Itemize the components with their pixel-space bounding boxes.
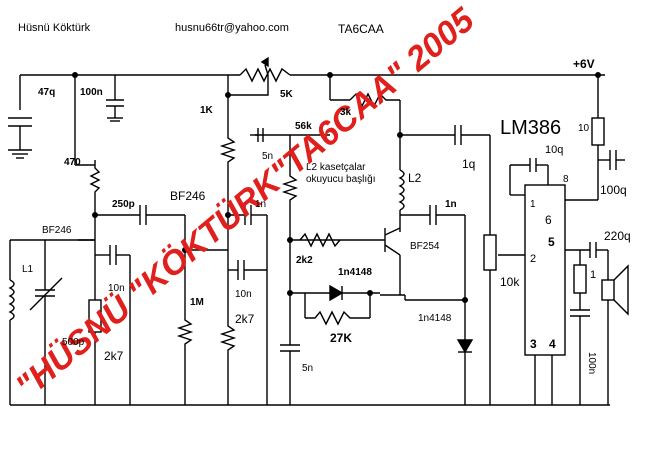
supply-label: +6V — [573, 57, 595, 71]
pot5k-zigzag — [239, 67, 291, 83]
c100n-label: 100n — [80, 87, 103, 98]
junction — [225, 92, 231, 98]
r1k-zigzag — [219, 130, 237, 215]
c1n-b-label: 1n — [445, 199, 457, 210]
c100q-label: 100q — [600, 183, 627, 197]
pot10k-label: 10k — [500, 275, 520, 289]
junction — [462, 297, 468, 303]
junction — [327, 72, 333, 78]
pot10k-body — [483, 234, 497, 271]
author-email: husnu66tr@yahoo.com — [175, 22, 289, 34]
pot5k-label: 5K — [280, 89, 293, 100]
lm386-body — [524, 184, 566, 356]
bf246-left-label: BF246 — [42, 225, 72, 236]
r2k7b-zigzag — [219, 318, 237, 405]
r1m-label: 1M — [190, 297, 204, 308]
c10n-a-label: 10n — [108, 283, 125, 294]
l2-label: L2 — [408, 171, 422, 185]
r2k2-zigzag — [299, 232, 341, 248]
wires — [8, 56, 629, 406]
pin5-label: 5 — [548, 235, 555, 249]
pin2-label: 2 — [530, 253, 537, 265]
junction — [287, 290, 293, 296]
author-name: Hüsnü Köktürk — [18, 22, 91, 34]
pin1-label: 1 — [530, 199, 536, 210]
r10-body — [591, 117, 605, 146]
c1q-label: 1q — [462, 157, 476, 171]
d2-label: 1n4148 — [418, 313, 452, 324]
pin6-label: 6 — [545, 213, 552, 227]
r27k-label: 27K — [330, 331, 353, 345]
c220q-label: 220q — [604, 229, 631, 243]
pin4-label: 4 — [549, 337, 556, 351]
bf254-collector — [384, 227, 401, 236]
lm386-label: LM386 — [500, 117, 562, 139]
c1n-a-label: 1n — [255, 199, 267, 210]
d2-body — [456, 339, 474, 354]
r27k-zigzag — [305, 310, 370, 326]
speaker-body — [601, 279, 615, 301]
c500p-label: 500p — [62, 337, 85, 348]
pin3-label: 3 — [530, 337, 537, 351]
pot5k-wiper — [228, 64, 269, 96]
pin8-label: 8 — [563, 174, 569, 185]
r1-small-label: 1 — [590, 269, 597, 281]
r2k7-b-label: 2k7 — [235, 312, 255, 326]
junction — [92, 212, 98, 218]
bf246-right-label: BF246 — [170, 189, 206, 203]
r-l2-zigzag — [281, 170, 299, 240]
l2-coil — [398, 169, 405, 211]
junctions — [72, 72, 601, 303]
callsign: TA6CAA — [338, 22, 384, 36]
bf254-emitter — [384, 244, 401, 256]
bf254-label: BF254 — [410, 241, 440, 252]
junction — [72, 72, 78, 78]
c500p-var — [29, 277, 63, 311]
junction — [182, 247, 188, 253]
c5n-top-label: 5n — [262, 151, 274, 162]
r56k-label: 56k — [295, 121, 312, 132]
junction — [595, 72, 601, 78]
d1-body — [329, 284, 344, 302]
junction — [225, 212, 231, 218]
l1-coil — [8, 279, 15, 321]
l1-label: L1 — [22, 264, 34, 275]
r2k2-label: 2k2 — [296, 255, 313, 266]
l2-note-line1: L2 kasetçalar — [306, 162, 366, 173]
r470-label: 470 — [64, 157, 81, 168]
pot5k-arrow — [260, 56, 269, 68]
speaker-cone — [613, 264, 629, 316]
c100n-vert-label: 100n — [586, 352, 597, 375]
junction — [367, 290, 373, 296]
c10n-b-label: 10n — [235, 289, 252, 300]
r2k7-a-label: 2k7 — [104, 349, 124, 363]
junction — [397, 132, 403, 138]
r1k-label: 1K — [200, 105, 213, 116]
c250p-label: 250p — [112, 199, 135, 210]
r10-label: 10 — [578, 123, 590, 134]
junction — [287, 237, 293, 243]
l2-note-line2: okuyucu başlığı — [306, 174, 376, 185]
r1small-body — [573, 264, 587, 294]
c10q-label: 10q — [545, 144, 564, 156]
r1m-zigzag — [176, 315, 194, 405]
c47-label: 47q — [38, 87, 56, 98]
d1-label: 1n4148 — [338, 267, 372, 278]
r3k-label: 3k — [340, 107, 352, 118]
r470-zigzag — [89, 160, 101, 215]
r3k-zigzag — [349, 92, 400, 108]
c5n-bottom-label: 5n — [302, 363, 314, 374]
